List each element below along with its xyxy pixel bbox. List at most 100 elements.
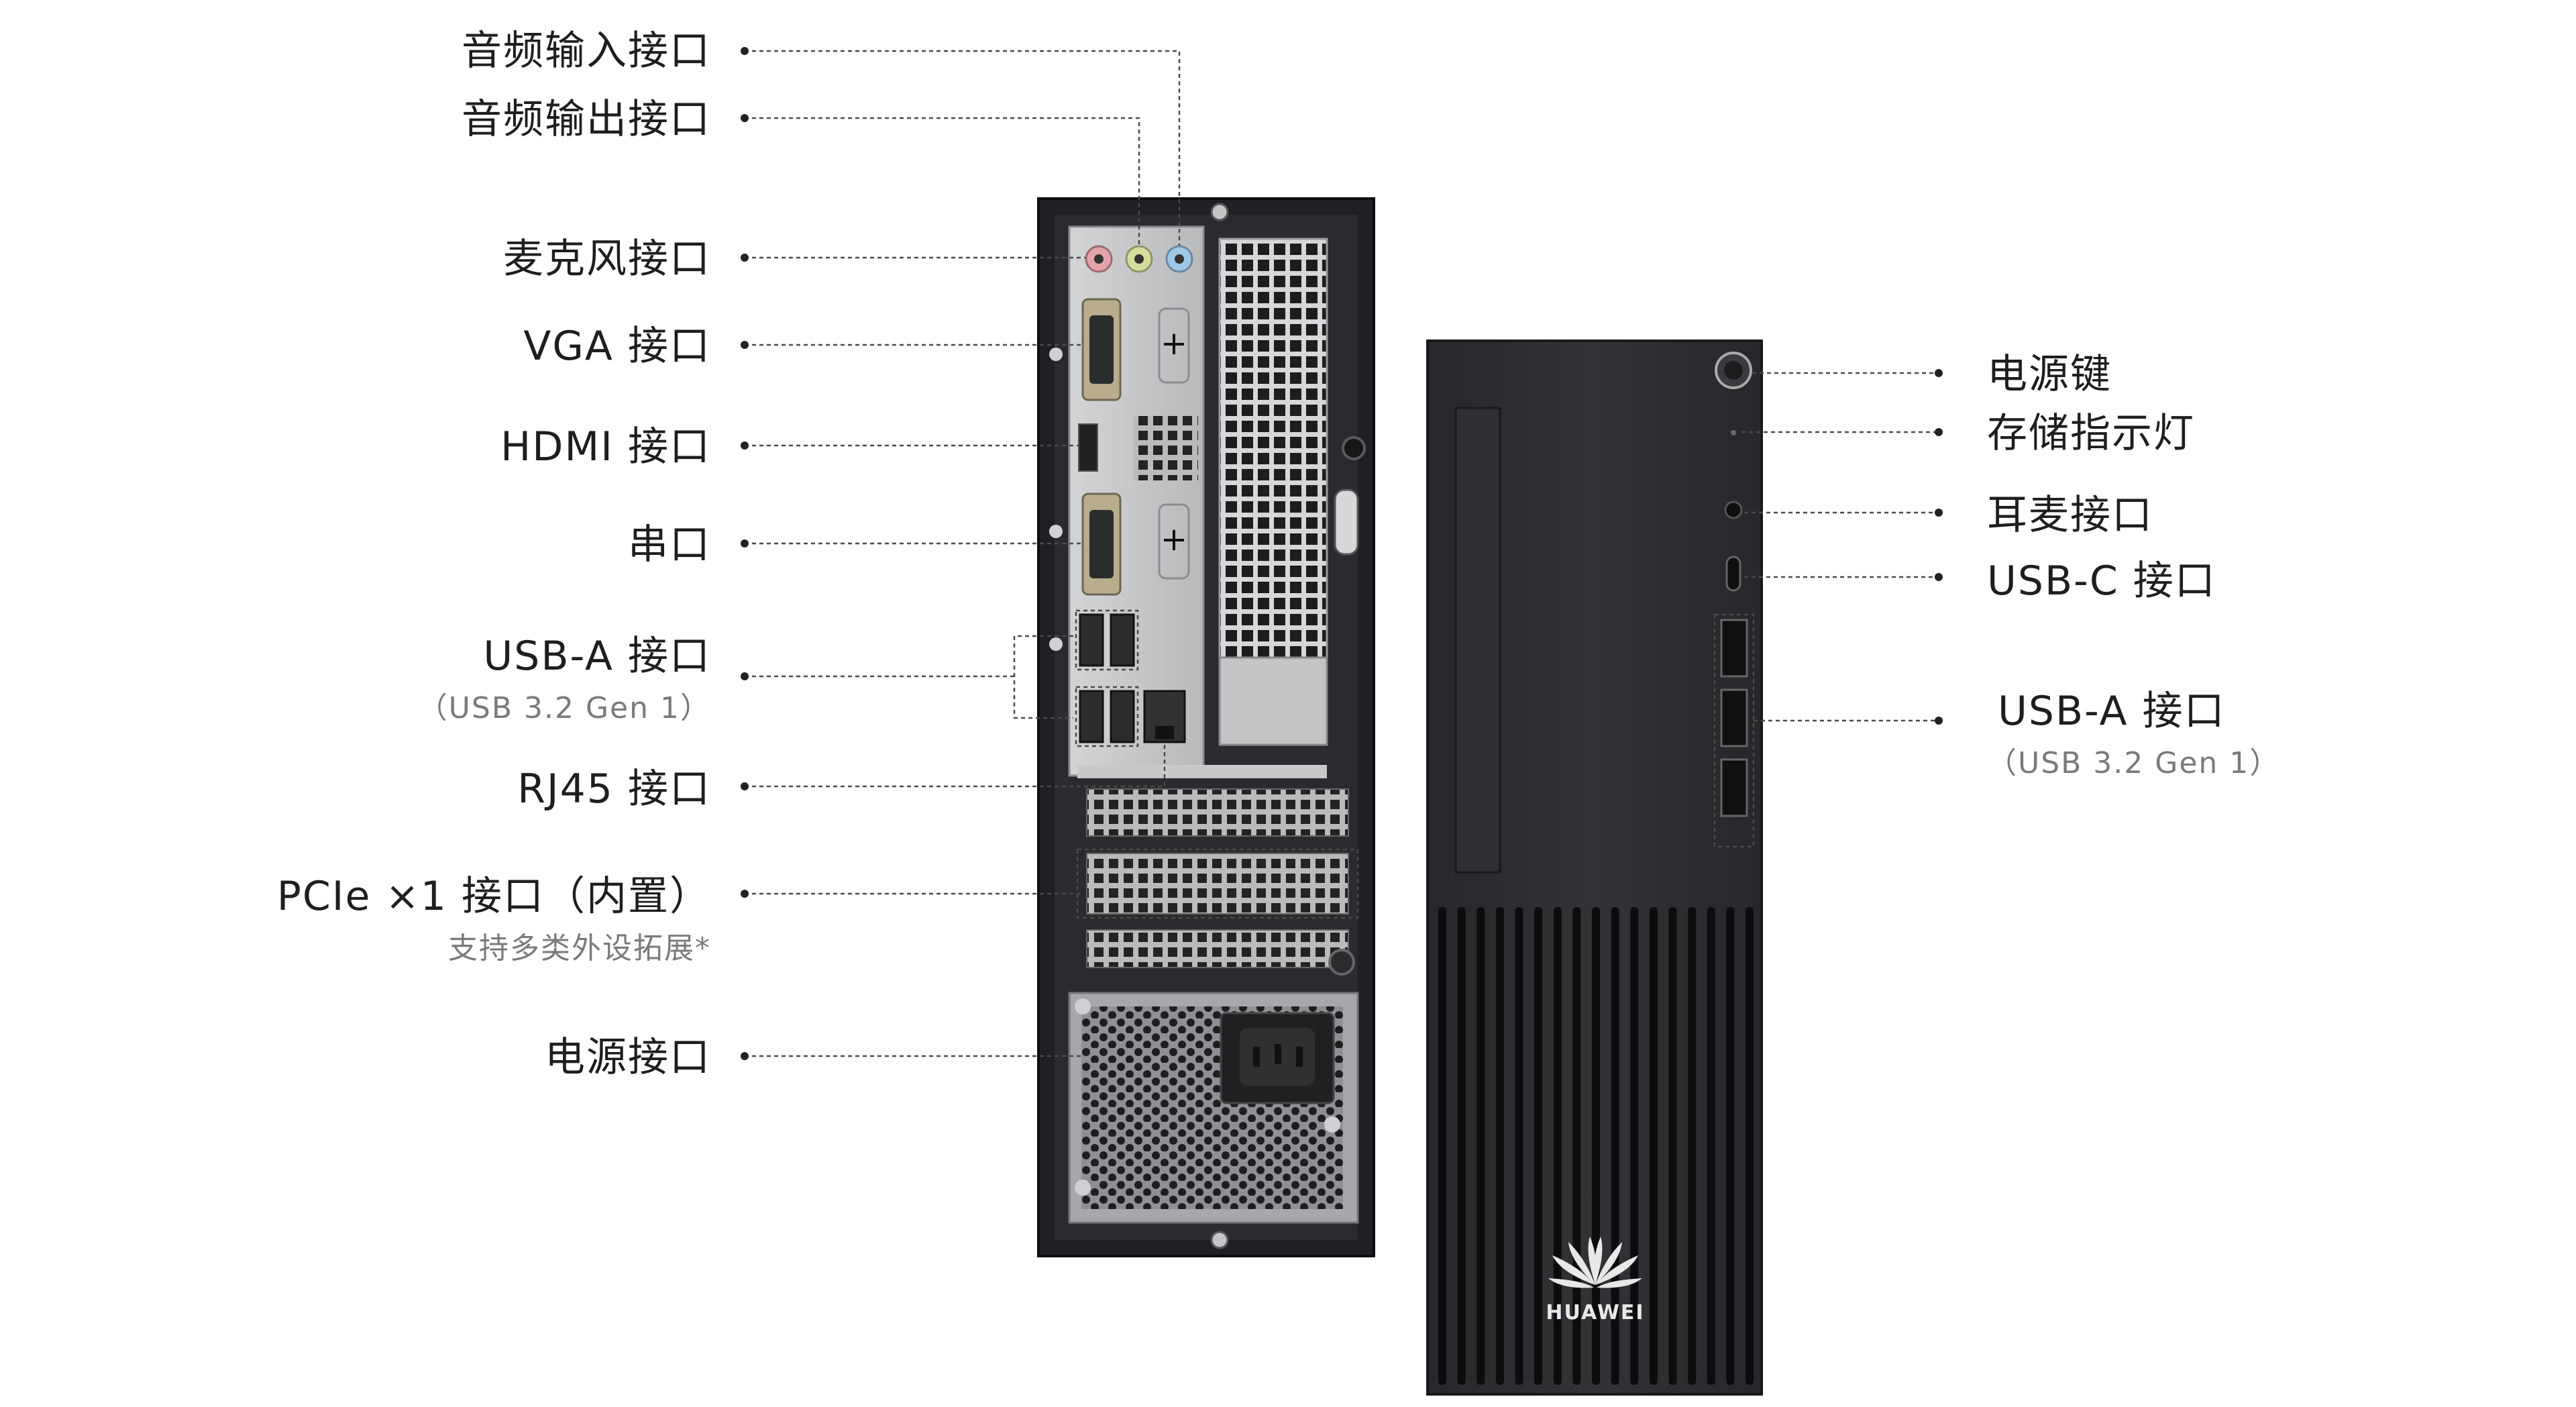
rear-bracket	[1218, 656, 1328, 746]
leader-dot	[741, 114, 749, 122]
vent-rib	[1668, 907, 1677, 1385]
socket-pin	[1253, 1047, 1260, 1067]
rear-view: + +	[1037, 197, 1375, 1257]
leader-dot	[741, 47, 749, 55]
usb-a-front-highlight	[1713, 613, 1755, 848]
leader-dot	[741, 1052, 749, 1060]
screw-icon	[1210, 1231, 1229, 1249]
vent-rib	[1688, 907, 1697, 1385]
screw-icon	[1049, 525, 1063, 538]
label-audio-out: 音频输出接口	[462, 96, 711, 143]
screw-icon	[1075, 998, 1091, 1014]
serial-port-inner	[1089, 510, 1114, 578]
sublabel-usb-a-front: （USB 3.2 Gen 1）	[1987, 746, 2281, 780]
headset-jack-icon	[1724, 501, 1743, 519]
usb-a-front-port-icon	[1720, 688, 1748, 747]
screw-icon	[1324, 1116, 1340, 1133]
expansion-slot	[1086, 788, 1349, 837]
leader-usb-a-rear-bracket	[1013, 635, 1073, 719]
jack-hole	[1094, 254, 1104, 264]
svg-text:+: +	[1161, 325, 1187, 362]
expansion-slot	[1077, 765, 1327, 778]
huawei-logo-icon	[1548, 1237, 1642, 1288]
leader-lines	[745, 50, 1939, 1057]
vent-rib	[1515, 907, 1523, 1385]
label-vga: VGA 接口	[523, 323, 711, 370]
label-pcie: PCIe ×1 接口（内置）	[276, 873, 711, 920]
label-usb-c: USB-C 接口	[1987, 558, 2216, 605]
leader-dot	[1935, 573, 1943, 581]
usb-a-port-icon	[1110, 690, 1135, 743]
usb-a-port-icon	[1079, 690, 1104, 743]
vent-rib	[1438, 907, 1446, 1385]
leader-dot	[1935, 428, 1943, 436]
rj45-latch	[1155, 726, 1174, 739]
sublabel-usb-a-rear: （USB 3.2 Gen 1）	[417, 691, 711, 725]
usb-a-rear-highlight	[1075, 686, 1139, 747]
leader-dot	[741, 782, 749, 790]
vga-port-inner	[1089, 315, 1114, 384]
screw-icon	[1328, 949, 1355, 976]
socket-pin	[1296, 1047, 1303, 1067]
knockout-icon	[1158, 307, 1190, 384]
leader-dot	[1935, 369, 1943, 377]
expansion-slot	[1086, 929, 1349, 968]
rear-handle	[1334, 488, 1359, 556]
label-mic: 麦克风接口	[503, 236, 711, 282]
vent-rib	[1707, 907, 1715, 1385]
vent-rib	[1477, 907, 1485, 1385]
vent-rib	[1649, 907, 1658, 1385]
leader-dot	[1935, 717, 1943, 725]
vent-rib	[1495, 907, 1504, 1385]
pcie-slot	[1086, 853, 1349, 915]
vent-rib	[1534, 907, 1543, 1385]
leader-dots	[741, 47, 1943, 1060]
label-power-button: 电源键	[1987, 351, 2112, 398]
sublabel-pcie: 支持多类外设拓展*	[448, 931, 711, 966]
front-view: HUAWEI	[1426, 340, 1763, 1396]
front-vent	[1438, 907, 1754, 1385]
vent-rib	[1726, 907, 1735, 1385]
screw-icon	[1049, 637, 1063, 651]
usb-a-front-port-icon	[1720, 619, 1748, 678]
leader-dot	[1935, 509, 1943, 517]
leader-audio-out	[745, 117, 1140, 246]
label-power-socket: 电源接口	[545, 1034, 711, 1081]
svg-text:+: +	[1161, 521, 1187, 558]
usb-a-port-icon	[1110, 613, 1135, 667]
vent-rib	[1553, 907, 1562, 1385]
label-storage-led: 存储指示灯	[1987, 410, 2195, 457]
label-rj45: RJ45 接口	[517, 766, 711, 813]
knockout-icon	[1158, 503, 1190, 580]
leader-dot	[741, 441, 749, 450]
socket-pin	[1275, 1044, 1281, 1064]
leader-dot	[741, 890, 749, 898]
usb-c-port-icon	[1725, 556, 1741, 592]
vent-rib	[1630, 907, 1639, 1385]
leader-audio-in	[745, 50, 1181, 246]
vent-rib	[1746, 907, 1754, 1385]
label-usb-a-rear: USB-A 接口	[483, 633, 711, 680]
screw-icon	[1075, 1180, 1091, 1196]
vent-rib	[1611, 907, 1619, 1385]
power-button-center	[1724, 361, 1743, 380]
usb-a-port-icon	[1079, 613, 1104, 667]
leader-dot	[741, 539, 749, 548]
screw-icon	[1210, 203, 1229, 221]
front-bay-cover	[1454, 407, 1501, 874]
label-headset: 耳麦接口	[1987, 492, 2153, 539]
pcie-highlight-box	[1076, 848, 1359, 919]
hdmi-port-icon	[1078, 423, 1098, 472]
io-vent	[1134, 416, 1198, 480]
label-hdmi: HDMI 接口	[500, 423, 711, 470]
screw-icon	[1049, 348, 1063, 361]
jack-hole	[1175, 254, 1184, 264]
label-usb-a-front: USB-A 接口	[1998, 688, 2226, 735]
usb-a-front-port-icon	[1720, 758, 1748, 817]
label-serial: 串口	[628, 521, 711, 568]
leader-dot	[741, 672, 749, 680]
storage-led-icon	[1731, 430, 1736, 435]
leader-dot	[741, 341, 749, 349]
